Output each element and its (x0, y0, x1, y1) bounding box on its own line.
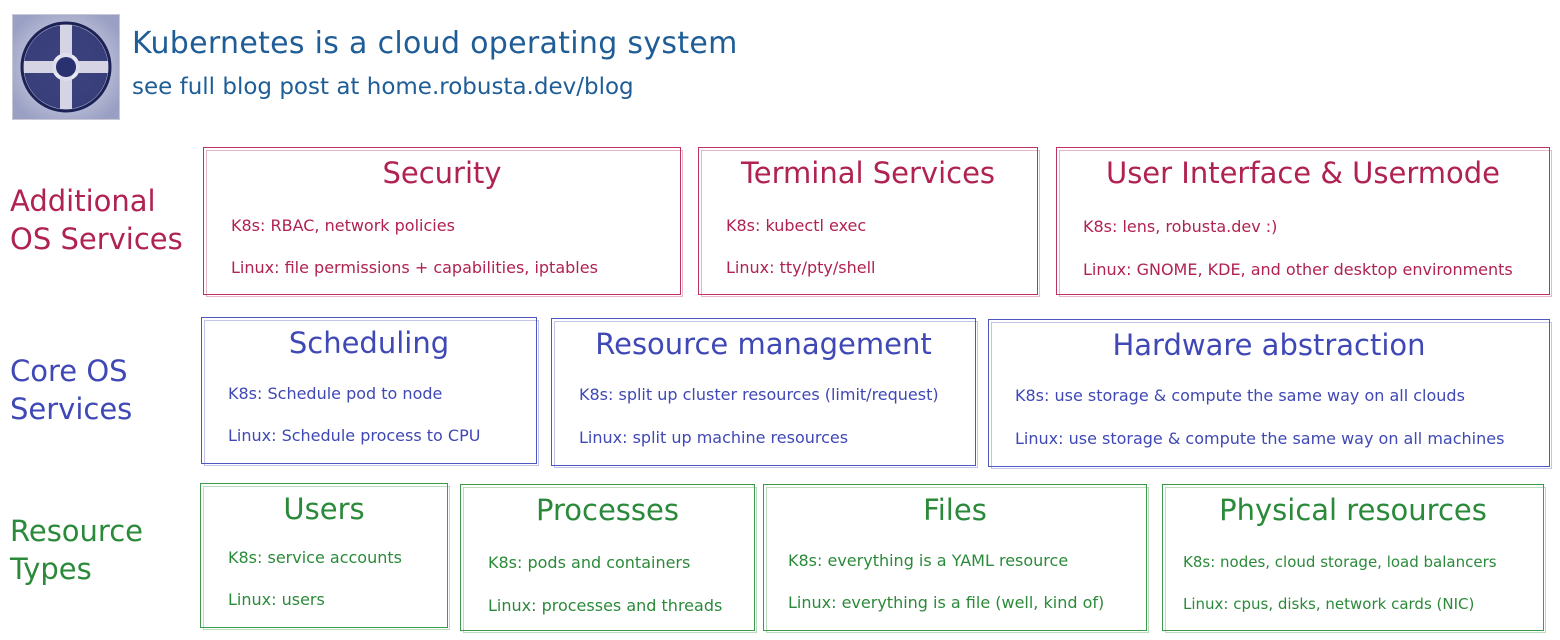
box-title: Terminal Services (740, 156, 996, 190)
box-title: Security (382, 156, 502, 190)
linux-text: Linux: users (228, 590, 325, 609)
row-label-core: Core OS Services (10, 352, 132, 428)
box-title: Resource management (595, 327, 932, 361)
linux-text: Linux: Schedule process to CPU (228, 426, 481, 445)
k8s-text: K8s: RBAC, network policies (231, 216, 455, 235)
row-label-line2: OS Services (10, 222, 183, 256)
box-security: Security K8s: RBAC, network policies Lin… (203, 147, 683, 297)
box-physical-resources: Physical resources K8s: nodes, cloud sto… (1162, 484, 1546, 633)
k8s-text: K8s: service accounts (228, 548, 402, 567)
linux-text: Linux: split up machine resources (579, 428, 849, 447)
k8s-text: K8s: use storage & compute the same way … (1015, 386, 1465, 405)
row-label-line1: Resource (10, 514, 143, 548)
k8s-text: K8s: kubectl exec (726, 216, 867, 235)
robusta-logo (12, 14, 120, 120)
row-label-line2: Services (10, 392, 133, 426)
linux-text: Linux: GNOME, KDE, and other desktop env… (1083, 260, 1513, 279)
page-subtitle: see full blog post at home.robusta.dev/b… (132, 74, 634, 100)
linux-text: Linux: tty/pty/shell (726, 258, 876, 277)
box-title: Physical resources (1219, 493, 1487, 527)
box-files: Files K8s: everything is a YAML resource… (763, 484, 1149, 633)
box-processes: Processes K8s: pods and containers Linux… (460, 484, 757, 633)
linux-text: Linux: file permissions + capabilities, … (231, 258, 598, 277)
box-title: Scheduling (288, 326, 450, 360)
box-title: Files (923, 493, 987, 527)
k8s-text: K8s: Schedule pod to node (228, 384, 443, 403)
box-users: Users K8s: service accounts Linux: users (200, 483, 450, 630)
linux-text: Linux: use storage & compute the same wa… (1015, 429, 1505, 448)
k8s-text: K8s: pods and containers (488, 553, 691, 572)
row-label-line2: Types (10, 552, 92, 586)
box-scheduling: Scheduling K8s: Schedule pod to node Lin… (201, 317, 539, 466)
box-terminal-services: Terminal Services K8s: kubectl exec Linu… (698, 147, 1040, 297)
box-title: User Interface & Usermode (1105, 156, 1501, 190)
k8s-text: K8s: lens, robusta.dev :) (1083, 217, 1278, 236)
linux-text: Linux: cpus, disks, network cards (NIC) (1183, 595, 1475, 613)
row-label-line1: Core OS (10, 354, 128, 388)
lifebuoy-icon (13, 15, 119, 119)
box-resource-management: Resource management K8s: split up cluste… (551, 318, 978, 468)
box-title: Processes (536, 493, 679, 527)
box-title: Hardware abstraction (1112, 328, 1426, 362)
row-label-line1: Additional (10, 184, 156, 218)
box-user-interface: User Interface & Usermode K8s: lens, rob… (1056, 147, 1552, 297)
row-label-additional: Additional OS Services (10, 182, 183, 258)
page-title: Kubernetes is a cloud operating system (132, 26, 738, 61)
row-label-resources: Resource Types (10, 512, 143, 588)
k8s-text: K8s: nodes, cloud storage, load balancer… (1183, 553, 1497, 571)
linux-text: Linux: everything is a file (well, kind … (788, 593, 1105, 612)
box-title: Users (283, 492, 365, 526)
k8s-text: K8s: split up cluster resources (limit/r… (579, 385, 939, 404)
linux-text: Linux: processes and threads (488, 596, 723, 615)
box-hardware-abstraction: Hardware abstraction K8s: use storage & … (988, 319, 1552, 469)
k8s-text: K8s: everything is a YAML resource (788, 551, 1069, 570)
